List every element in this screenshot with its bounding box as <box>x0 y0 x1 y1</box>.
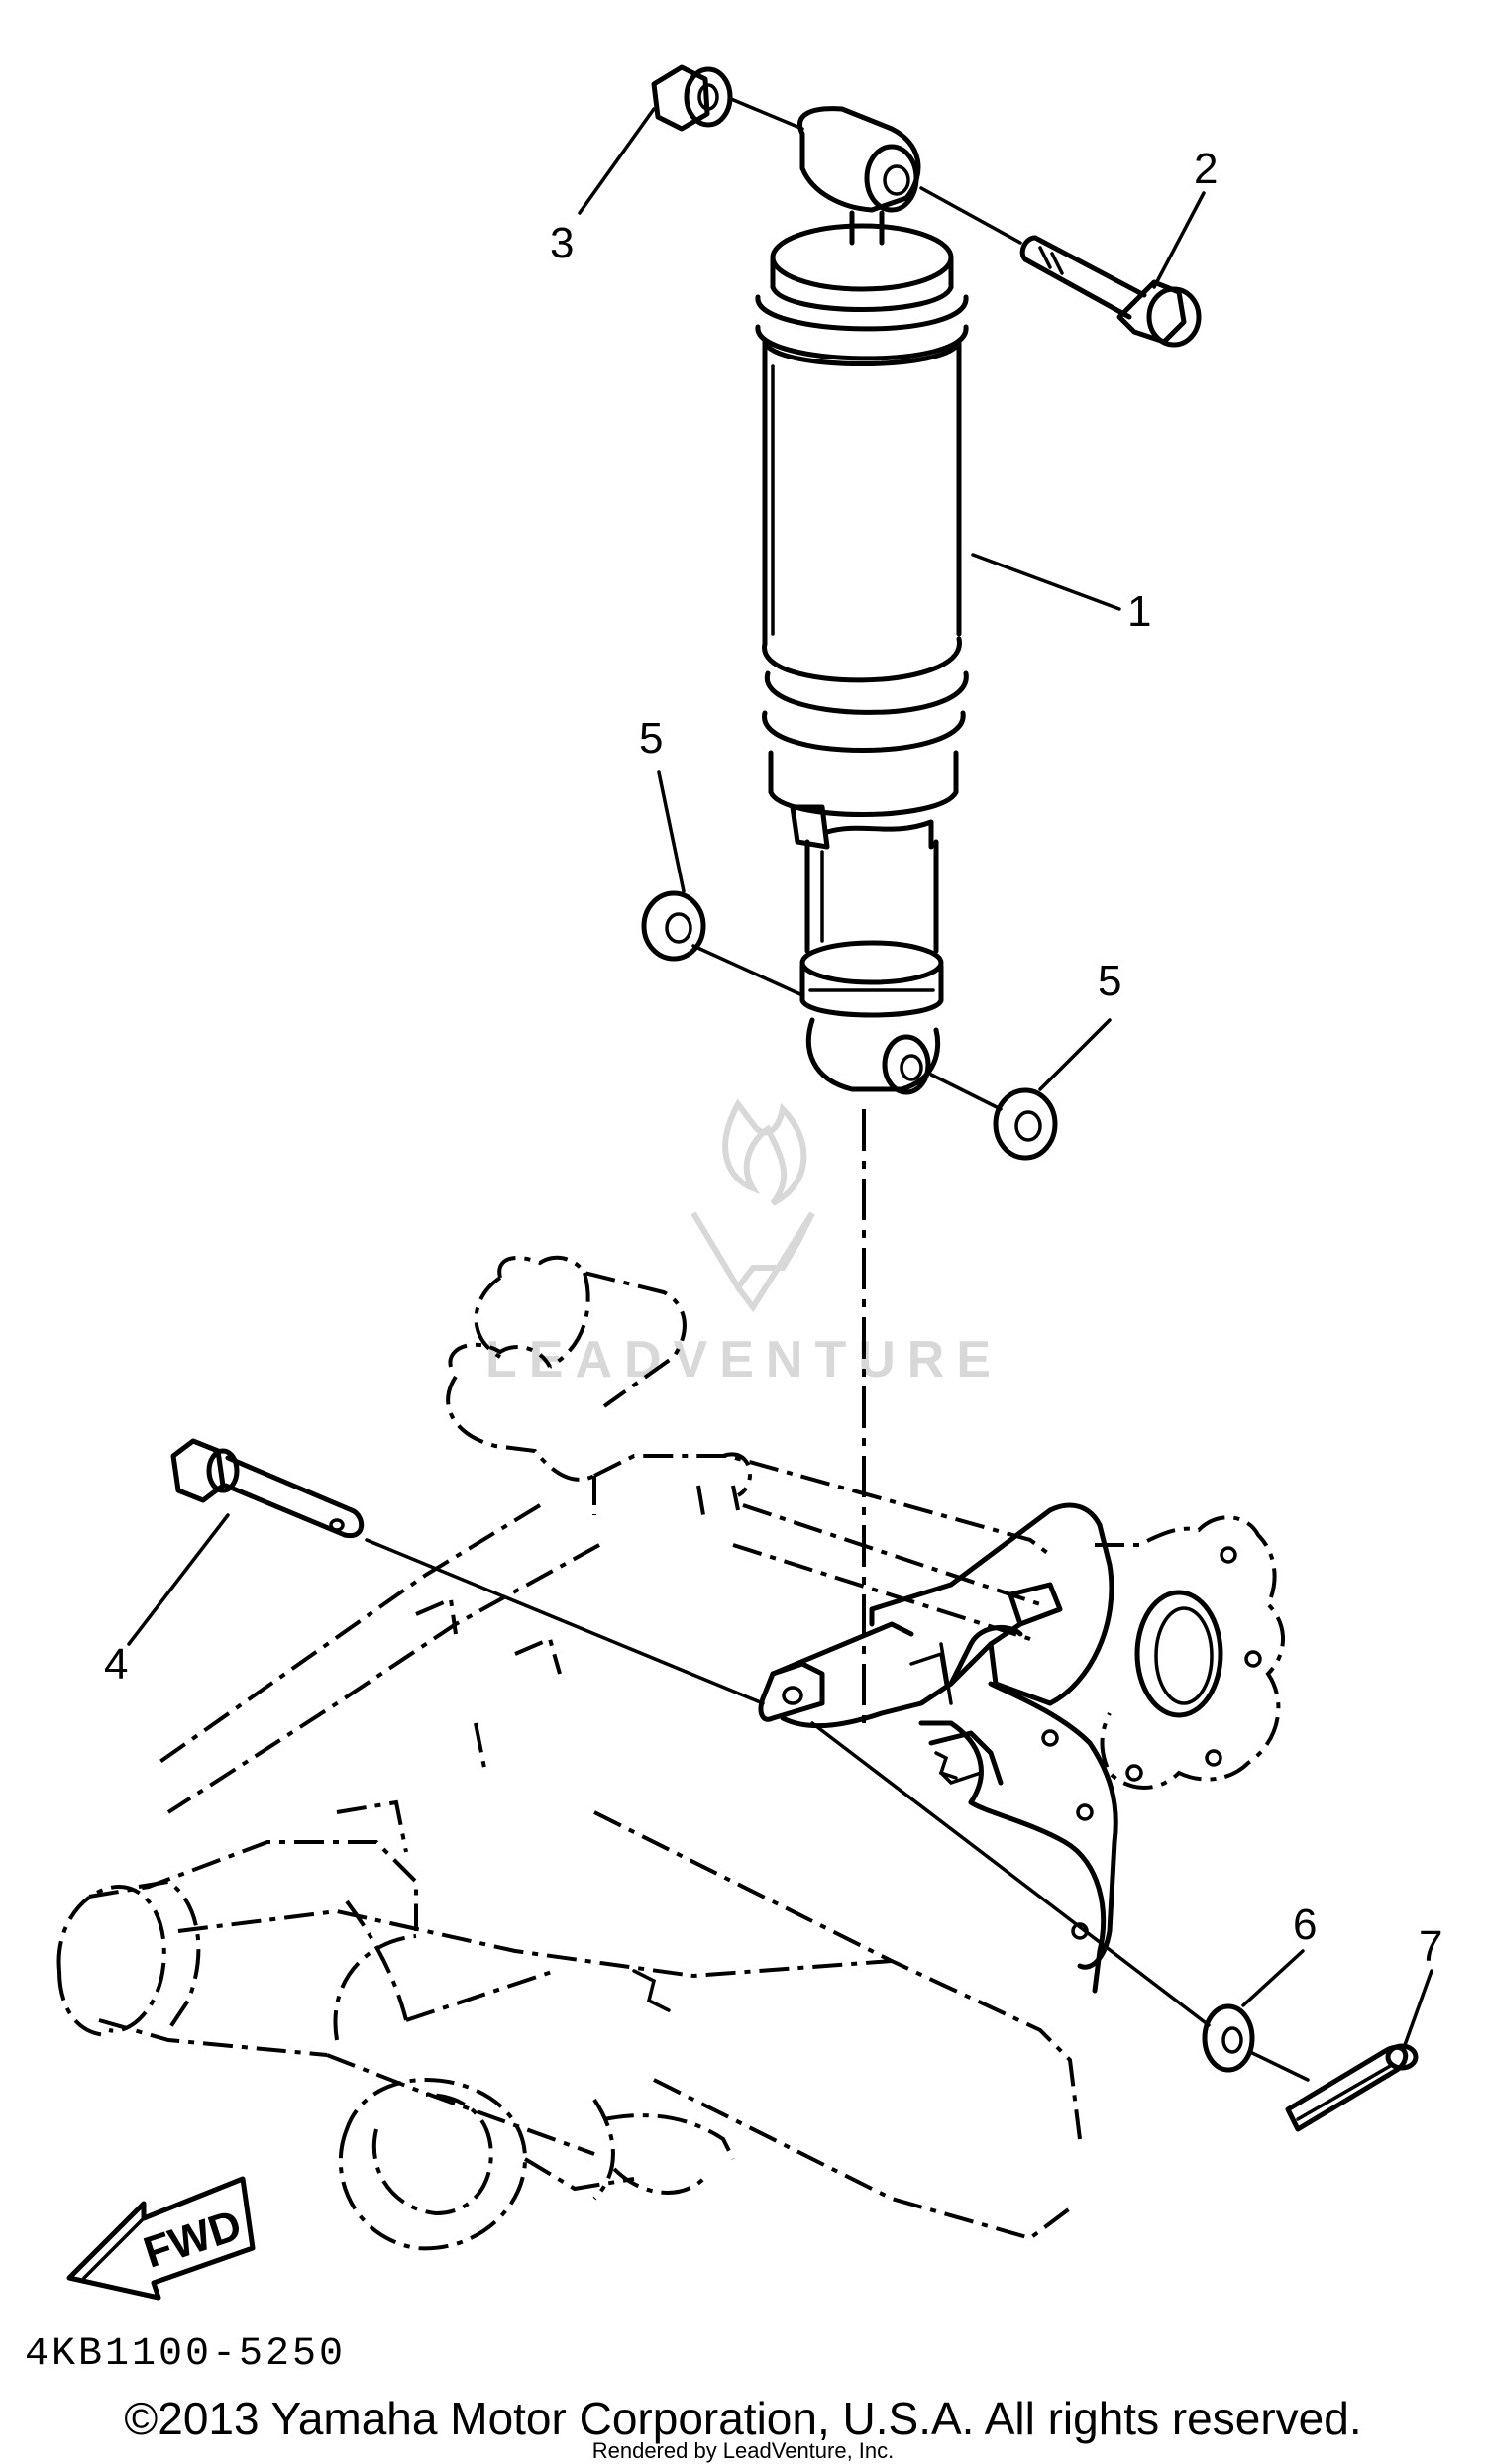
axis-line-4 <box>365 1538 765 1705</box>
rendered-by-credit: Rendered by LeadVenture, Inc. <box>591 2438 895 2463</box>
axis-line-3 <box>729 97 804 131</box>
part-3-nut <box>651 64 733 132</box>
part-2-bolt <box>919 186 1202 348</box>
diagram-code: 4KB1100-5250 <box>25 2332 346 2377</box>
fwd-arrow: FWD <box>66 2176 256 2301</box>
part-1-shock-absorber <box>755 106 969 1095</box>
axis-line-2 <box>919 186 1022 245</box>
watermark-text: LEADVENTURE <box>485 1331 1003 1388</box>
callout-2: 2 <box>1194 145 1218 193</box>
part-5-washer-left <box>641 890 804 997</box>
part-6-washer <box>1202 2003 1310 2082</box>
callout-3: 3 <box>550 219 574 267</box>
copyright-notice: ©2013 Yamaha Motor Corporation, U.S.A. A… <box>124 2393 1362 2444</box>
callout-5-upper: 5 <box>639 714 663 763</box>
part-4-long-bolt <box>170 1438 1211 2027</box>
part-7-cotter-pin <box>1285 2043 1419 2132</box>
callout-6: 6 <box>1293 1900 1317 1949</box>
part-5-washer-right <box>929 1073 1058 1161</box>
swingarm <box>56 1255 1285 2251</box>
callout-7: 7 <box>1419 1922 1442 1971</box>
callout-5-lower: 5 <box>1098 957 1121 1005</box>
leader-lines <box>127 107 1433 2047</box>
callout-4: 4 <box>104 1640 128 1689</box>
watermark: LEADVENTURE <box>485 1098 1003 1388</box>
callout-1: 1 <box>1127 587 1151 636</box>
axis-line-6 <box>810 1721 1211 2027</box>
